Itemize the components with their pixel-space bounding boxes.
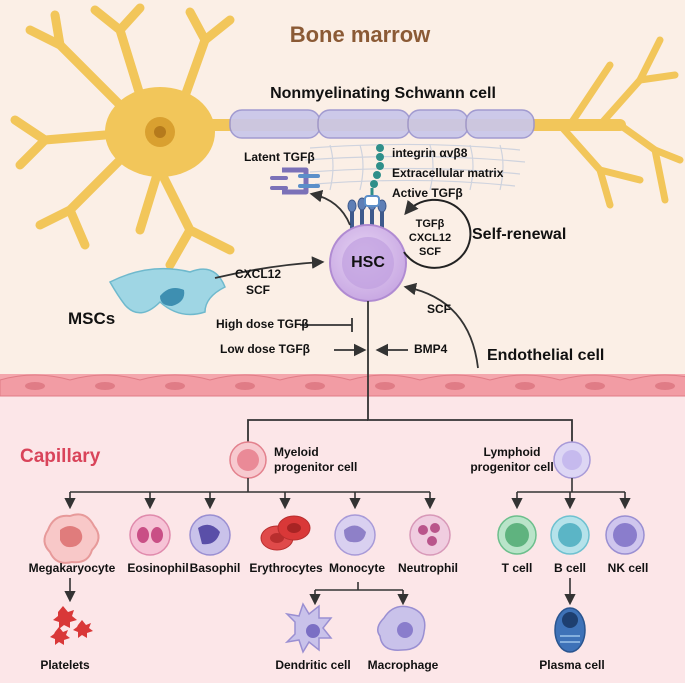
- bone-marrow-region: [0, 0, 685, 380]
- label-plasma-cell: Plasma cell: [539, 658, 605, 672]
- b-cell: [550, 515, 590, 555]
- latent-tgfb-icon: [270, 167, 320, 195]
- label-dendritic-cell: Dendritic cell: [275, 658, 351, 672]
- plasma-cell: [554, 607, 586, 653]
- label-endothelial-scf: SCF: [427, 302, 451, 316]
- endothelial-lining: [0, 374, 685, 397]
- label-lymphoid-line1: Lymphoid: [483, 445, 541, 459]
- label-macrophage: Macrophage: [367, 658, 439, 672]
- label-bmp4: BMP4: [414, 342, 448, 356]
- label-low-dose-tgfb: Low dose TGFβ: [220, 342, 310, 356]
- label-myeloid-line1: Myeloid: [274, 445, 319, 459]
- label-extracellular-matrix: Extracellular matrix: [392, 166, 504, 180]
- label-high-dose-tgfb: High dose TGFβ: [216, 317, 309, 331]
- label-self-renewal: Self-renewal: [472, 226, 567, 243]
- label-t-cell: T cell: [501, 561, 533, 575]
- label-latent-tgfb: Latent TGFβ: [244, 150, 315, 164]
- label-erythrocytes: Erythrocytes: [249, 561, 323, 575]
- region-title-capillary: Capillary: [20, 446, 101, 467]
- label-eosinophil: Eosinophil: [127, 561, 189, 575]
- signal-arrows: [214, 189, 573, 442]
- label-msc-cxcl12: CXCL12: [234, 267, 282, 281]
- platelets-icon: [50, 606, 93, 645]
- t-cell: [497, 515, 537, 555]
- label-schwann-cell: Nonmyelinating Schwann cell: [270, 85, 496, 102]
- label-platelets: Platelets: [40, 658, 90, 672]
- monocyte-cell: [334, 514, 376, 556]
- label-endothelial-cell: Endothelial cell: [487, 347, 605, 364]
- macrophage-cell: [377, 605, 426, 651]
- eosinophil-cell: [129, 514, 171, 556]
- schwann-sheath: [229, 109, 535, 139]
- nk-cell: [605, 515, 645, 555]
- label-megakaryocyte: Megakaryocyte: [28, 561, 116, 575]
- basophil-cell: [189, 514, 231, 556]
- label-neutrophil: Neutrophil: [398, 561, 458, 575]
- label-lymphoid-line2: progenitor cell: [470, 460, 554, 474]
- neutrophil-cell: [409, 514, 451, 556]
- label-nk-cell: NK cell: [607, 561, 649, 575]
- self-renewal-loop: [403, 198, 472, 269]
- dendritic-cell: [284, 602, 333, 654]
- extracellular-matrix: [304, 143, 526, 191]
- integrin-chain: [370, 144, 384, 188]
- region-title-bone-marrow: Bone marrow: [289, 22, 431, 47]
- label-loop-tgfb: TGFβ: [415, 218, 445, 230]
- label-loop-scf: SCF: [419, 246, 441, 258]
- erythrocytes-icon: [260, 515, 311, 551]
- label-msc-scf: SCF: [246, 283, 270, 297]
- label-myeloid-line2: progenitor cell: [274, 460, 358, 474]
- label-b-cell: B cell: [553, 561, 587, 575]
- lineage-tree: [64, 478, 631, 606]
- label-monocyte: Monocyte: [328, 561, 386, 575]
- label-basophil: Basophil: [189, 561, 241, 575]
- megakaryocyte-cell: [43, 513, 100, 564]
- label-mscs: MSCs: [68, 309, 116, 328]
- label-loop-cxcl12: CXCL12: [408, 232, 452, 244]
- label-hsc: HSC: [351, 254, 385, 271]
- label-active-tgfb: Active TGFβ: [392, 186, 463, 200]
- hsc-nucleus: [342, 237, 394, 289]
- label-integrin: integrin αvβ8: [392, 146, 468, 160]
